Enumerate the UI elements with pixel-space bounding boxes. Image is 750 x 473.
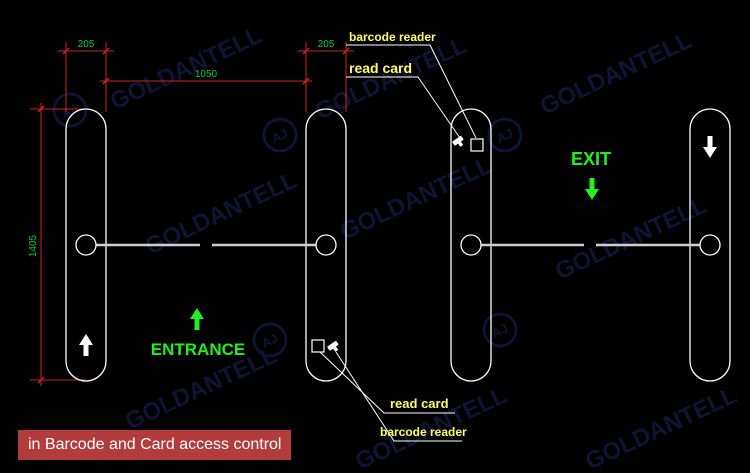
watermark-logo: AJ: [252, 322, 288, 358]
watermark-text: GOLDANTELL: [551, 192, 711, 286]
pivot-hub: [315, 234, 337, 256]
watermark-logo: AJ: [262, 117, 298, 153]
label-barcode-reader-top: barcode reader: [349, 30, 436, 44]
label-read-card-top: read card: [349, 60, 412, 76]
barcode-scanner-icon: [452, 135, 464, 147]
pivot-hub: [460, 234, 482, 256]
exit-label: EXIT: [571, 149, 611, 169]
dimension-width-top-left: 205: [78, 39, 95, 50]
svg-text:AJ: AJ: [59, 100, 80, 121]
arrow-up-icon: [190, 308, 204, 330]
svg-text:AJ: AJ: [494, 125, 515, 146]
dimension-lines: [30, 42, 354, 386]
watermark-logo: AJ: [52, 92, 88, 128]
dimension-width-top-right: 205: [318, 39, 335, 50]
watermark-text: GOLDANTELL: [336, 152, 496, 246]
entrance-label: ENTRANCE: [151, 340, 245, 359]
barcode-scanner-icon: [327, 340, 339, 352]
watermark-text: GOLDANTELL: [536, 27, 696, 121]
dimension-ticks: [37, 47, 350, 384]
label-barcode-reader-bottom: barcode reader: [380, 425, 467, 439]
arrow-down-icon: [703, 136, 717, 158]
card-reader-square-icon: [311, 339, 325, 353]
pivot-hub: [699, 234, 721, 256]
caption-banner: in Barcode and Card access control: [18, 430, 292, 460]
dimension-height: 1405: [28, 234, 39, 257]
label-read-card-bottom: read card: [390, 396, 449, 411]
card-reader-square-icon: [470, 138, 484, 152]
pivot-hub: [75, 234, 97, 256]
arrow-down-icon: [585, 178, 599, 200]
svg-text:AJ: AJ: [259, 330, 280, 351]
watermark-text: GOLDANTELL: [581, 382, 741, 473]
leader-lines-bottom: [319, 351, 462, 442]
pivot-hubs: [75, 234, 721, 256]
watermark-logo: AJ: [487, 117, 523, 153]
watermark-text: GOLDANTELL: [106, 22, 266, 116]
watermark-text: GOLDANTELL: [141, 167, 301, 261]
watermark-logo: AJ: [482, 312, 518, 348]
svg-text:AJ: AJ: [489, 320, 510, 341]
arrow-up-icon: [79, 334, 93, 356]
leader-lines-top: [346, 44, 477, 139]
svg-text:AJ: AJ: [269, 125, 290, 146]
dimension-passage-width: 1050: [195, 69, 218, 80]
